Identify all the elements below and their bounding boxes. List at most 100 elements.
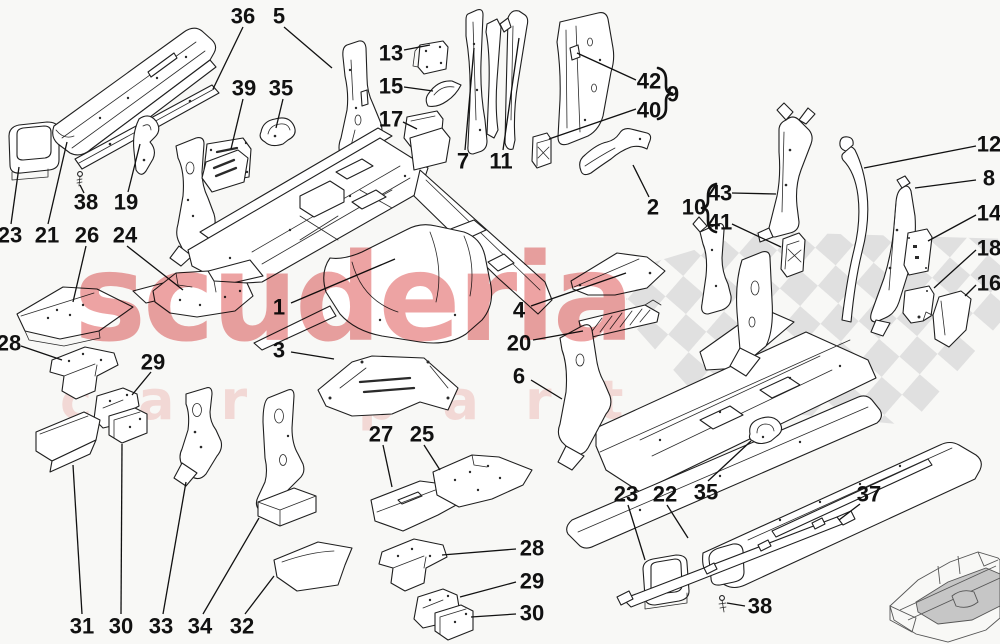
leader-line-29 [459, 581, 517, 598]
part-strip-37 [616, 510, 856, 608]
part-pillar-33 [173, 387, 223, 487]
leader-line-23 [10, 166, 20, 225]
callout-label-20: 20 [507, 331, 531, 356]
leader-line-8 [914, 179, 977, 189]
part-pillar-43 [757, 102, 816, 243]
callout-label-21: 21 [35, 223, 59, 248]
callout-label-30: 30 [109, 614, 133, 639]
callout-label-8: 8 [983, 166, 995, 191]
leader-line-38 [726, 602, 746, 607]
part-dome-bracket-35-top [259, 117, 296, 147]
callout-label-23: 23 [614, 482, 638, 507]
watermark-brand: scuderia [74, 228, 631, 369]
callout-label-25: 25 [410, 422, 434, 447]
part-pillar-8 [870, 175, 916, 337]
callout-label-30: 30 [520, 601, 544, 626]
callout-label-33: 33 [149, 614, 173, 639]
leader-line-38 [79, 184, 85, 194]
brace-group-10 [700, 182, 718, 234]
callout-label-13: 13 [379, 41, 403, 66]
part-screw-38-top [76, 171, 83, 187]
leader-line-26 [72, 245, 87, 303]
part-end-cap-23-top [8, 121, 60, 181]
part-bracket-28-left [49, 346, 119, 400]
leader-line-39 [230, 98, 244, 150]
part-curved-strip-2 [579, 128, 652, 176]
callout-label-27: 27 [369, 422, 393, 447]
callout-label-12: 12 [977, 132, 1000, 157]
callout-label-35: 35 [269, 76, 293, 101]
leader-line-43 [731, 192, 777, 195]
part-pillar-43-duplicate [692, 216, 732, 315]
callout-label-1: 1 [273, 295, 285, 320]
callout-label-38: 38 [74, 190, 98, 215]
leader-line-42 [576, 52, 637, 81]
callout-label-17: 17 [379, 107, 403, 132]
leader-line-21 [47, 141, 68, 225]
callout-label-6: 6 [513, 364, 525, 389]
callout-label-23: 23 [0, 223, 22, 248]
leader-line-13 [403, 44, 431, 51]
part-floor-assembly-1 [132, 127, 553, 351]
part-quarter-panel-42 [556, 12, 615, 146]
callout-label-9: 9 [667, 82, 679, 107]
leader-line-36 [212, 26, 244, 90]
leader-line-16 [964, 284, 977, 297]
leader-line-3 [290, 351, 335, 360]
callout-label-15: 15 [379, 74, 403, 99]
callout-label-22: 22 [653, 482, 677, 507]
part-pillar-11 [499, 10, 529, 150]
part-bracket-28-bottom [378, 538, 448, 592]
callout-label-28: 28 [0, 331, 21, 356]
leader-line-25 [423, 444, 441, 471]
part-bracket-13 [412, 40, 449, 75]
leader-line-6 [530, 379, 563, 400]
callout-label-39: 39 [232, 76, 256, 101]
leader-line-1 [290, 258, 396, 304]
callout-label-32: 32 [230, 614, 254, 639]
leader-line-29 [131, 371, 152, 396]
leader-line-41 [731, 223, 782, 248]
leader-line-40 [548, 108, 637, 140]
callout-label-43: 43 [708, 181, 732, 206]
part-panel-31 [35, 411, 101, 473]
leader-line-35 [275, 98, 284, 129]
part-curved-strip-12 [839, 136, 869, 323]
leader-line-20 [532, 330, 584, 341]
part-panel-16 [932, 290, 972, 348]
callout-label-37: 37 [857, 482, 881, 507]
callout-label-24: 24 [113, 223, 138, 248]
leader-line-11 [502, 37, 520, 151]
part-panel-24 [152, 270, 254, 318]
leader-line-12 [863, 145, 977, 169]
leader-line-34 [202, 517, 260, 615]
callout-label-18: 18 [977, 236, 1000, 261]
callout-label-42: 42 [637, 69, 661, 94]
part-hook-bracket-19 [133, 115, 160, 175]
leader-line-28 [20, 345, 63, 361]
leader-line-19 [127, 143, 141, 193]
part-plate-18 [902, 285, 935, 324]
leader-line-24 [126, 245, 184, 291]
part-box-30-bottom [434, 604, 474, 641]
callout-label-4: 4 [513, 298, 526, 323]
leader-line-32 [244, 575, 275, 615]
leader-line-28 [441, 548, 517, 556]
part-bracket-41 [780, 232, 806, 278]
leader-line-22 [666, 504, 689, 539]
part-panel-26 [16, 286, 134, 347]
callout-label-3: 3 [273, 338, 285, 363]
part-screw-38-bottom [718, 595, 727, 613]
part-floor-panel-25 [432, 454, 533, 508]
parts-layer [8, 9, 1000, 643]
leader-line-14 [927, 214, 977, 242]
callout-label-38: 38 [748, 594, 772, 619]
leader-line-27 [382, 444, 393, 488]
callout-label-36: 36 [231, 4, 255, 29]
leader-line-33 [162, 481, 187, 615]
callout-label-16: 16 [977, 271, 1000, 296]
leader-line-4 [530, 272, 627, 307]
